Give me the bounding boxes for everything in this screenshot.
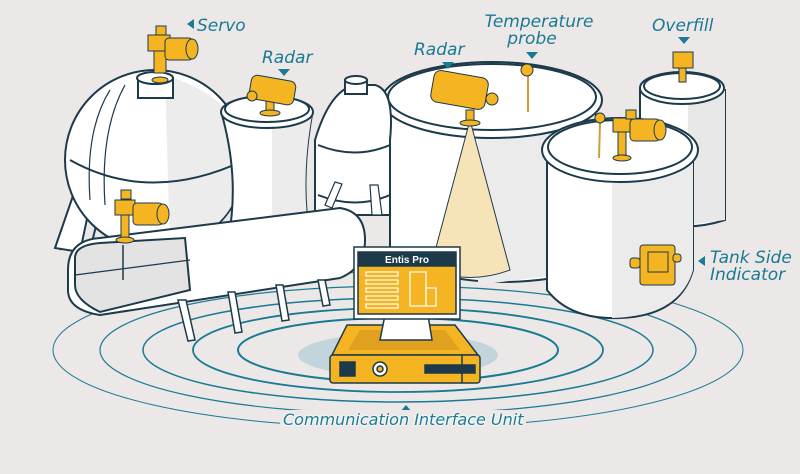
label-tank-side-indicator: Tank Side Indicator	[698, 250, 792, 284]
monitor-screen-title: Entis Pro	[385, 255, 429, 266]
pointer-down-icon	[678, 37, 690, 44]
pointer-left-icon	[698, 256, 705, 266]
horizontal-tank	[67, 206, 367, 342]
servo-gauge-horizontal	[114, 189, 170, 244]
radar-gauge-center	[430, 69, 499, 127]
label-radar-left: Radar	[262, 50, 312, 76]
tank-side-indicator-device	[629, 244, 682, 286]
label-communication-interface-unit: Communication Interface Unit	[280, 410, 527, 429]
monitor	[353, 246, 461, 341]
temperature-probe-right	[594, 112, 606, 159]
pointer-down-icon	[526, 52, 538, 59]
label-radar-center: Radar	[414, 42, 464, 69]
label-servo: Servo	[187, 18, 246, 35]
radar-gauge-left	[246, 74, 297, 117]
pointer-down-icon	[442, 62, 454, 69]
temperature-probe-center	[520, 63, 534, 112]
overfill-switch	[672, 51, 694, 83]
servo-gauge-right	[612, 109, 667, 162]
sphere-tank-middle	[314, 75, 392, 216]
pointer-down-icon	[278, 69, 290, 76]
servo-gauge-top	[147, 25, 199, 84]
label-overfill: Overfill	[652, 18, 713, 44]
pointer-left-icon	[187, 19, 194, 29]
communication-interface-unit	[329, 324, 481, 384]
pointer-up-icon	[400, 405, 412, 412]
label-temperature-probe: Temperature probe	[484, 14, 594, 59]
